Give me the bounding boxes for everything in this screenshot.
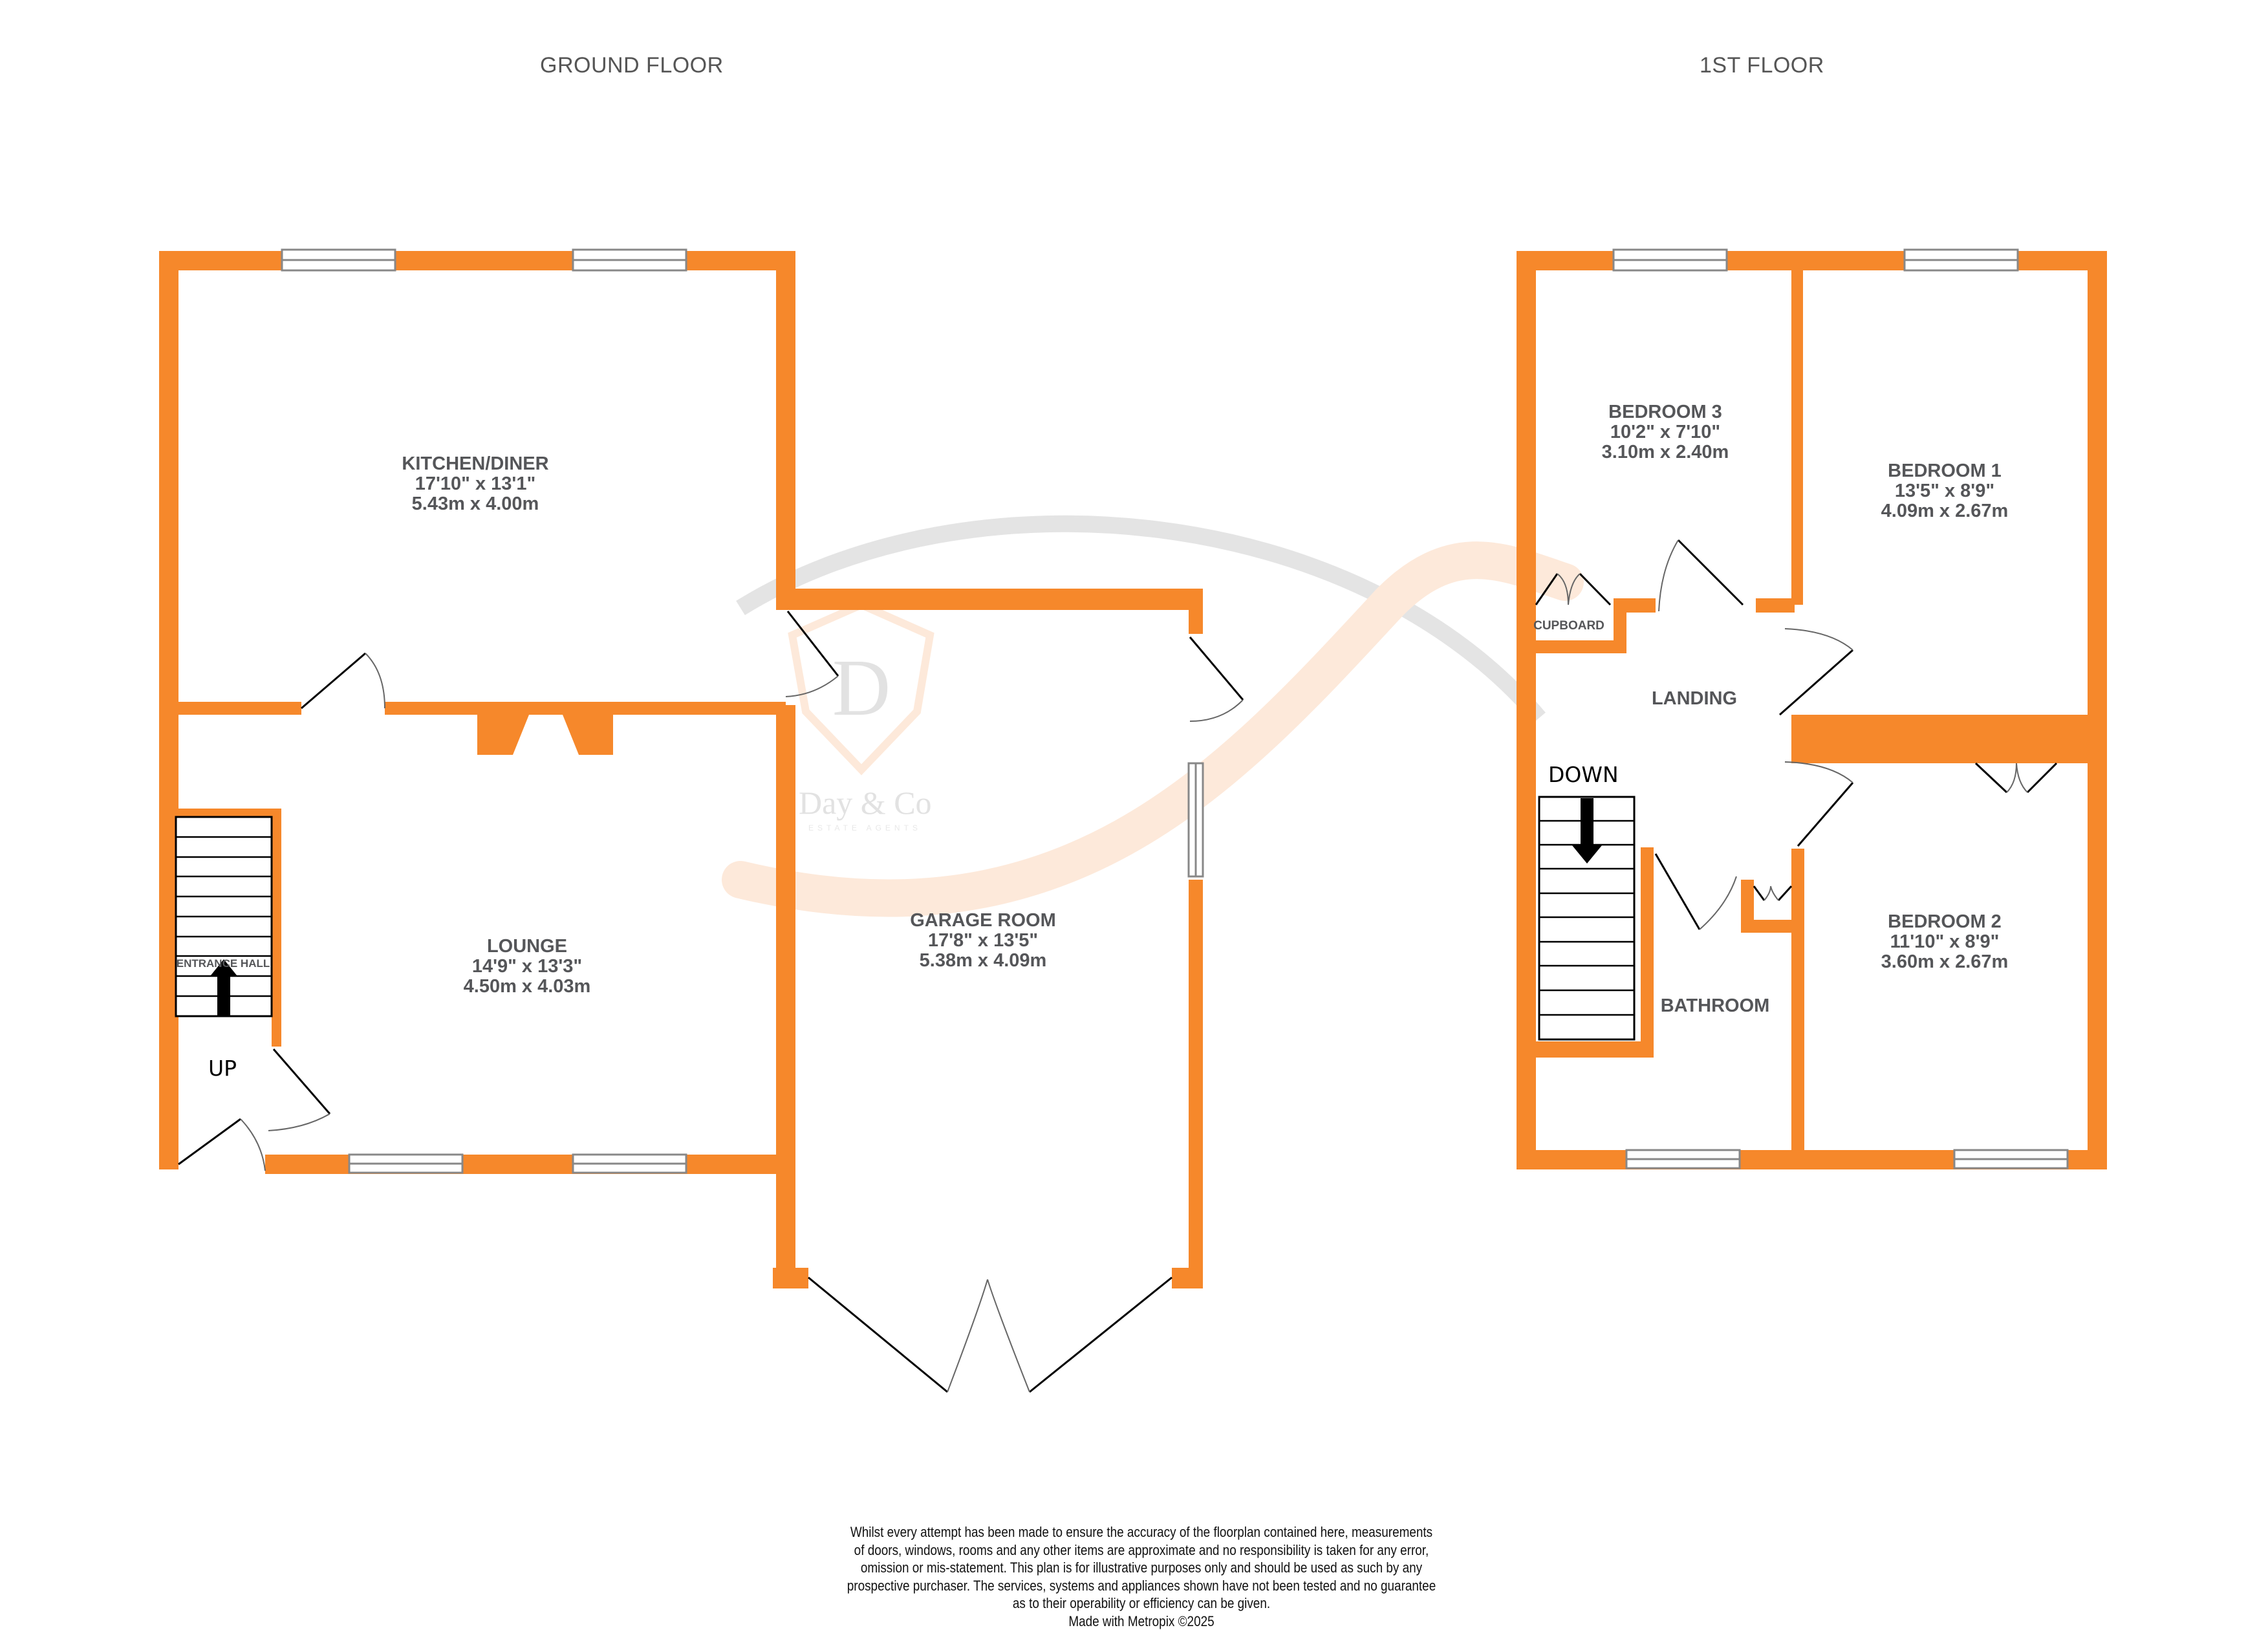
walls-ground-floor bbox=[159, 251, 1203, 1288]
stairs-up-label: UP bbox=[208, 1056, 237, 1081]
disclaimer-line: omission or mis-statement. This plan is … bbox=[799, 1559, 1484, 1577]
room-dimensions-metric: 3.10m x 2.40m bbox=[1602, 442, 1729, 462]
room-name: BEDROOM 3 bbox=[1608, 402, 1722, 422]
room-dimensions-metric: 4.09m x 2.67m bbox=[1881, 501, 2009, 521]
room-lounge: LOUNGE 14'9" x 13'3" 4.50m x 4.03m bbox=[464, 937, 591, 997]
watermark-shield-icon: D bbox=[792, 605, 930, 770]
room-name: GARAGE ROOM bbox=[910, 910, 1056, 931]
room-bedroom-3: BEDROOM 3 10'2" x 7'10" 3.10m x 2.40m bbox=[1602, 402, 1729, 462]
disclaimer-line: of doors, windows, rooms and any other i… bbox=[799, 1541, 1484, 1559]
room-dimensions-metric: 5.38m x 4.09m bbox=[910, 951, 1056, 971]
stairs-first-floor bbox=[1539, 797, 1634, 1039]
disclaimer: Whilst every attempt has been made to en… bbox=[799, 1523, 1484, 1630]
room-cupboard: CUPBOARD bbox=[1533, 620, 1604, 633]
disclaimer-line: as to their operability or efficiency ca… bbox=[799, 1594, 1484, 1613]
room-bedroom-2: BEDROOM 2 11'10" x 8'9" 3.60m x 2.67m bbox=[1881, 912, 2009, 972]
windows-first-floor bbox=[1614, 250, 2068, 1168]
room-dimensions-metric: 5.43m x 4.00m bbox=[402, 494, 548, 514]
disclaimer-line: Whilst every attempt has been made to en… bbox=[799, 1523, 1484, 1541]
room-bedroom-1: BEDROOM 1 13'5" x 8'9" 4.09m x 2.67m bbox=[1881, 461, 2009, 521]
room-dimensions-imperial: 17'8" x 13'5" bbox=[910, 931, 1056, 951]
room-garage: GARAGE ROOM 17'8" x 13'5" 5.38m x 4.09m bbox=[910, 911, 1056, 971]
credit-line: Made with Metropix ©2025 bbox=[799, 1613, 1484, 1630]
room-dimensions-imperial: 11'10" x 8'9" bbox=[1881, 932, 2009, 952]
disclaimer-line: prospective purchaser. The services, sys… bbox=[799, 1577, 1484, 1595]
room-dimensions-imperial: 13'5" x 8'9" bbox=[1881, 481, 2009, 501]
room-name: LOUNGE bbox=[487, 936, 567, 957]
room-name: KITCHEN/DINER bbox=[402, 453, 548, 474]
room-kitchen-diner: KITCHEN/DINER 17'10" x 13'1" 5.43m x 4.0… bbox=[402, 454, 548, 514]
room-dimensions-metric: 3.60m x 2.67m bbox=[1881, 952, 2009, 972]
room-dimensions-metric: 4.50m x 4.03m bbox=[464, 977, 591, 997]
room-landing: LANDING bbox=[1652, 689, 1737, 709]
svg-text:D: D bbox=[832, 644, 891, 733]
watermark-brand: Day & Co bbox=[799, 784, 932, 821]
stairs-ground-floor bbox=[176, 817, 272, 1016]
room-name: BEDROOM 2 bbox=[1888, 911, 2002, 932]
room-dimensions-imperial: 17'10" x 13'1" bbox=[402, 474, 548, 494]
room-dimensions-imperial: 14'9" x 13'3" bbox=[464, 957, 591, 977]
room-bathroom: BATHROOM bbox=[1661, 996, 1770, 1016]
room-name: BEDROOM 1 bbox=[1888, 461, 2002, 481]
doors-ground-floor bbox=[178, 611, 1243, 1392]
stairs-down-label: DOWN bbox=[1548, 762, 1619, 787]
room-entrance-hall: ENTRANCE HALL bbox=[177, 957, 270, 970]
room-dimensions-imperial: 10'2" x 7'10" bbox=[1602, 422, 1729, 442]
watermark-tagline: ESTATE AGENTS bbox=[808, 823, 922, 832]
